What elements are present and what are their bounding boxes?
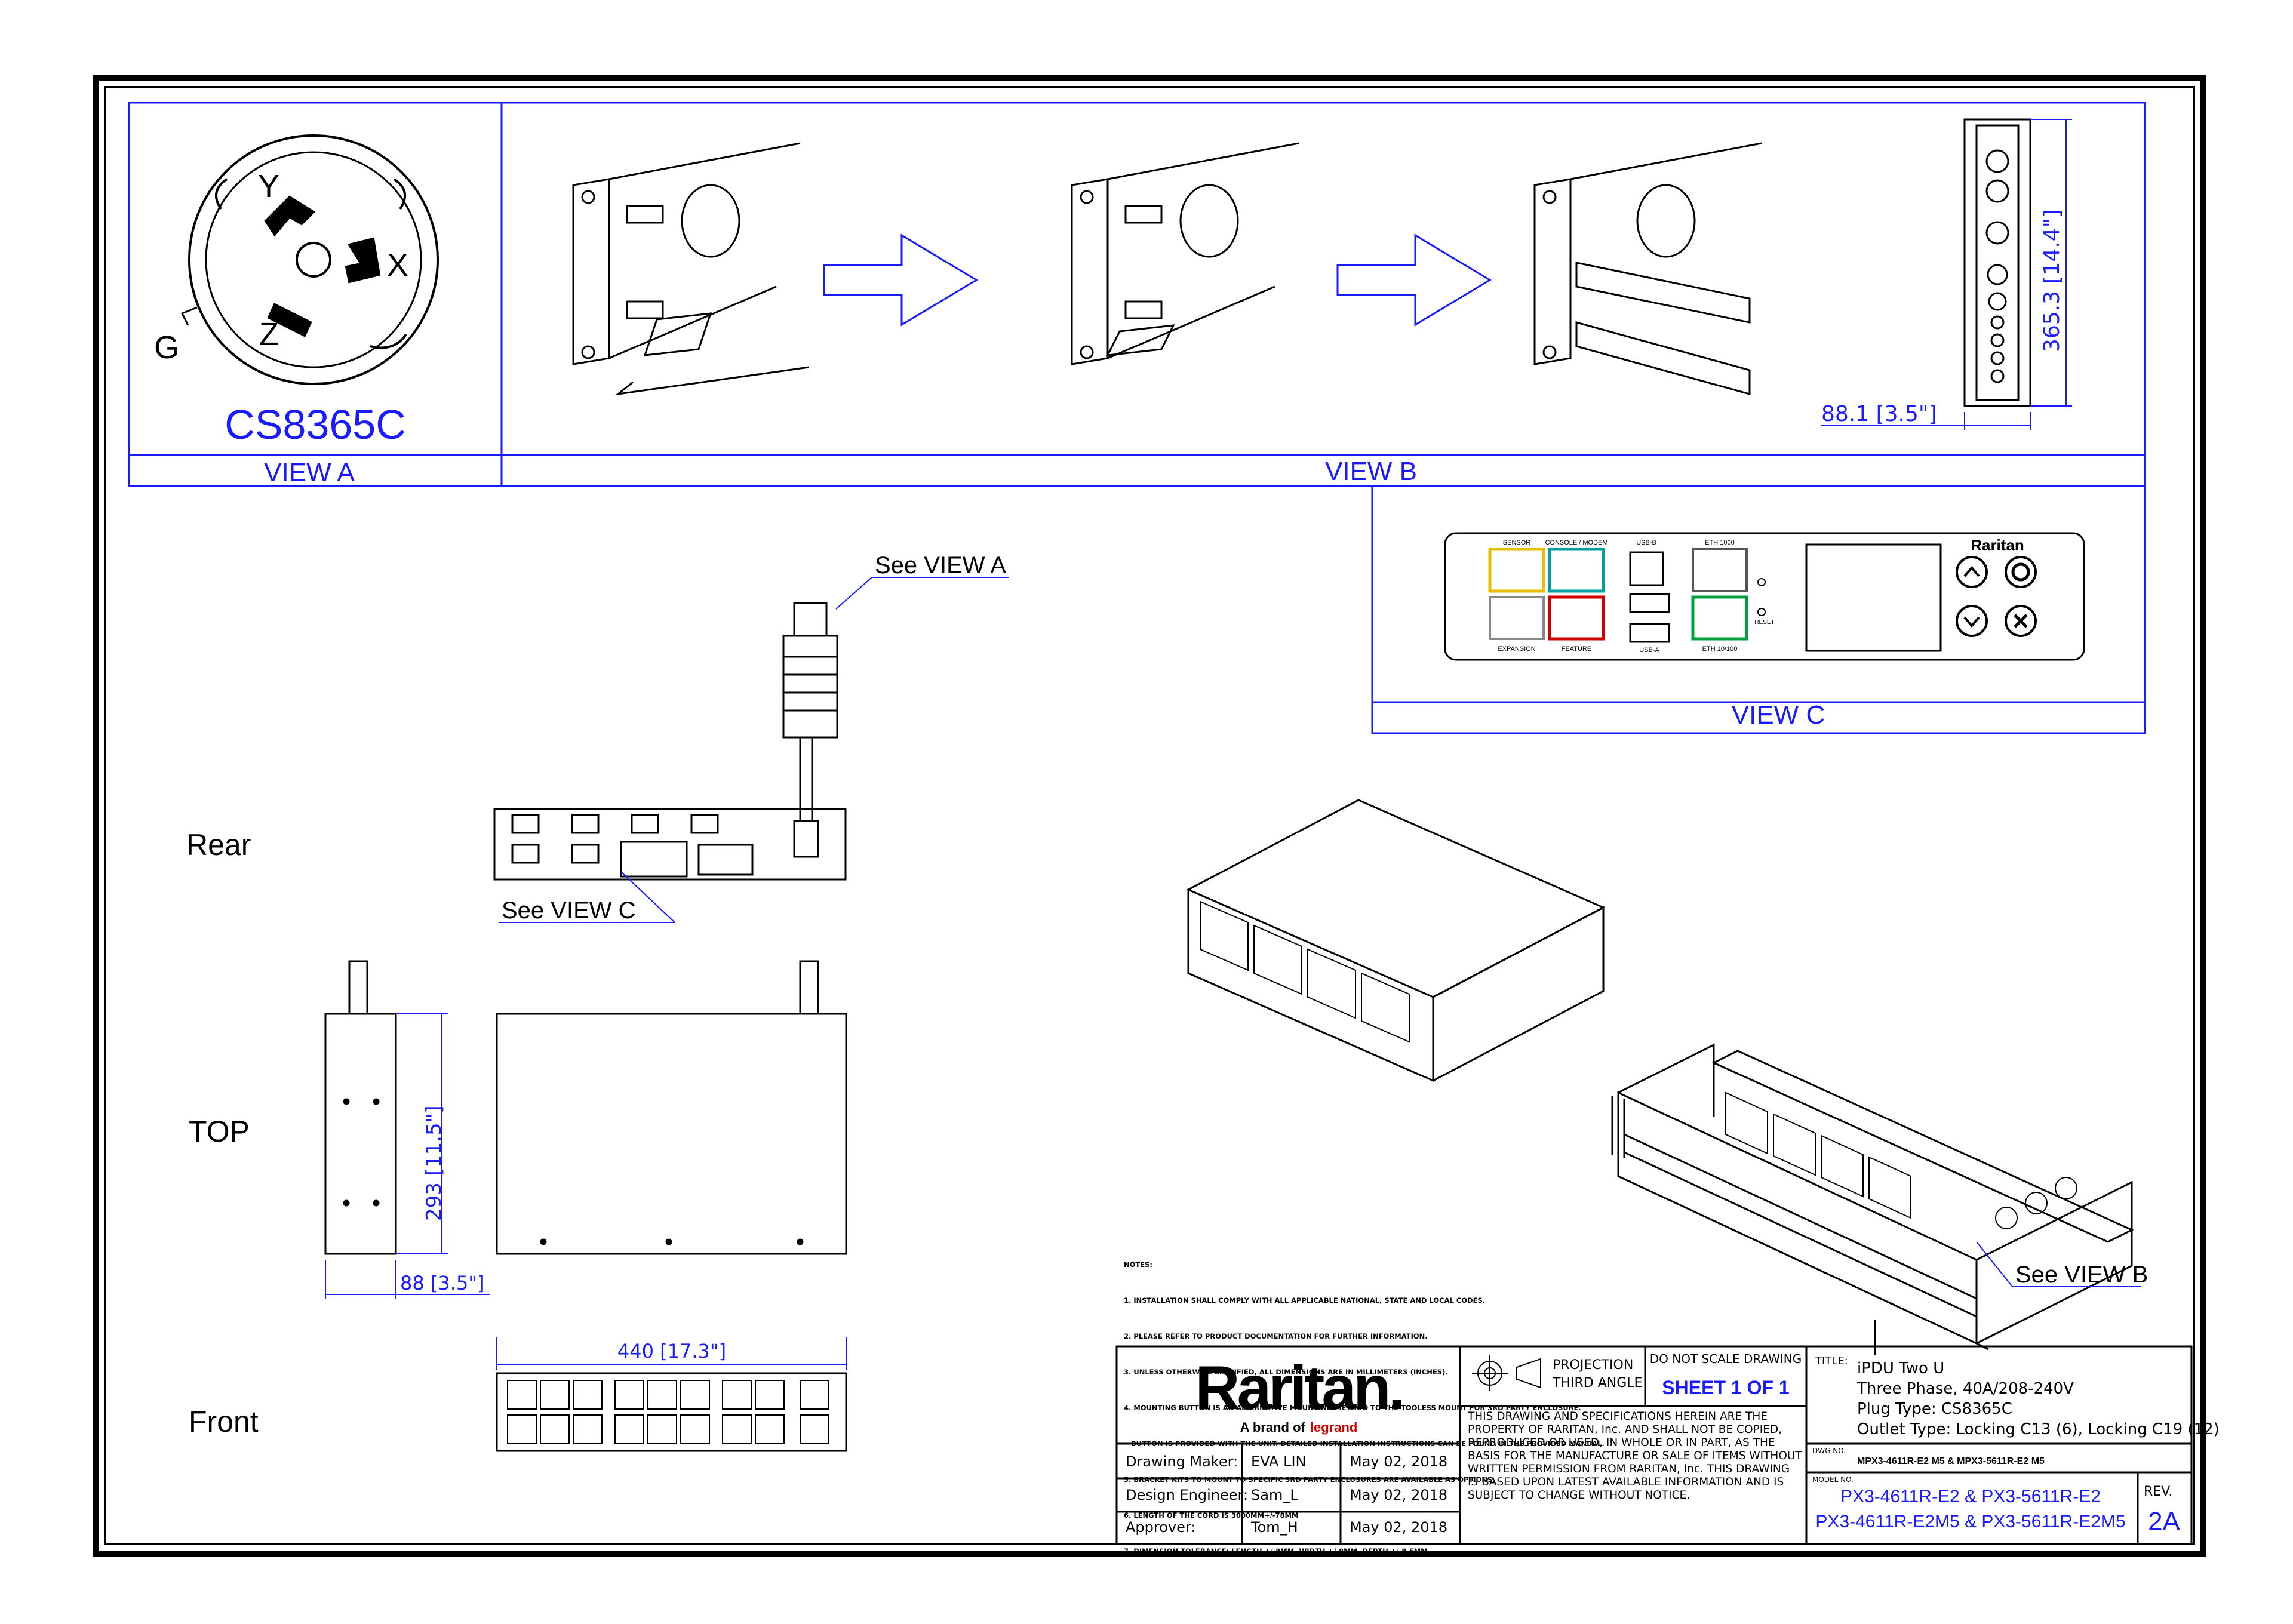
pin-g-label: G — [154, 330, 179, 365]
view-a-label: VIEW A — [264, 458, 355, 487]
bracket-step-2 — [1071, 142, 1299, 365]
title-block-grid — [1115, 1345, 2193, 1545]
title-line-3: Plug Type: CS8365C — [1857, 1400, 2012, 1418]
note-item: 2. PLEASE REFER TO PRODUCT DOCUMENTATION… — [1124, 1332, 1428, 1340]
plug-face-drawing — [180, 134, 439, 385]
port-console-label: CONSOLE / MODEM — [1545, 539, 1607, 546]
title-line-4: Outlet Type: Locking C13 (6), Locking C1… — [1857, 1420, 2220, 1438]
notes-heading: NOTES: — [1124, 1260, 1152, 1269]
notes-block: NOTES: 1. INSTALLATION SHALL COMPLY WITH… — [1124, 1235, 1661, 1569]
view-c-label: VIEW C — [1732, 700, 1825, 730]
signoff-date-1: May 02, 2018 — [1350, 1453, 1447, 1470]
title-line-2: Three Phase, 40A/208-240V — [1856, 1380, 2074, 1398]
depth-dimension: 293 [11.5"] — [422, 1105, 446, 1221]
signoff-date-2: May 02, 2018 — [1350, 1487, 1447, 1503]
row-label-top: TOP — [189, 1115, 250, 1148]
row-label-rear: Rear — [186, 828, 251, 862]
title-line-1: iPDU Two U — [1857, 1360, 1944, 1377]
note-item: 1. INSTALLATION SHALL COMPLY WITH ALL AP… — [1124, 1296, 1486, 1305]
signoff-role-2: Design Engineer: — [1126, 1487, 1248, 1503]
top-dim-lines — [325, 1013, 490, 1299]
width-top-dimension: 88 [3.5"] — [400, 1272, 484, 1294]
plug-model-label: CS8365C — [225, 401, 406, 448]
company-logo: Raritan. — [1195, 1354, 1402, 1423]
front-view-drawing — [496, 1372, 847, 1452]
height-dimension: 365.3 [14.4"] — [2040, 210, 2064, 352]
model-line-2: PX3-4611R-E2M5 & PX3-5611R-E2M5 — [1815, 1512, 2125, 1531]
signoff-role-3: Approver: — [1126, 1519, 1195, 1536]
no-scale-label: DO NOT SCALE DRAWING — [1650, 1352, 1802, 1366]
signoff-name-2: Sam_L — [1251, 1487, 1298, 1503]
top-side-view — [324, 960, 397, 1255]
pin-x-label: X — [387, 247, 408, 283]
sheet-border — [93, 75, 2206, 1557]
note-item: BUTTON IS PROVIDED WITH THE UNIT. DETAIL… — [1124, 1440, 1605, 1448]
width-front-dimension: 440 [17.3"] — [617, 1340, 726, 1362]
projection-line-2: THIRD ANGLE — [1552, 1376, 1642, 1391]
rev-value: 2A — [2148, 1507, 2180, 1536]
port-expansion-label: EXPANSION — [1498, 645, 1535, 653]
isometric-rack-pdu — [1611, 1043, 2134, 1355]
bracket-step-1 — [572, 142, 810, 396]
projection-line-1: PROJECTION — [1553, 1358, 1633, 1373]
model-label: MODEL NO. — [1812, 1475, 1854, 1484]
row-label-front: Front — [189, 1405, 259, 1438]
title-label: TITLE: — [1815, 1355, 1848, 1367]
top-plan-view — [496, 960, 847, 1255]
bracket-step-3 — [1533, 142, 1762, 395]
front-dim-lines — [496, 1337, 847, 1370]
see-view-a-callout: See VIEW A — [875, 552, 1006, 579]
rear-callout-lines — [499, 577, 1009, 923]
note-item: 7. DIMENSION TOLERANCE: LENGTH +/-8MM, W… — [1124, 1547, 1428, 1555]
dwg-label: DWG NO. — [1812, 1447, 1846, 1455]
dwg-number: MPX3-4611R-E2 M5 & MPX3-5611R-E2 M5 — [1857, 1456, 2045, 1466]
step-arrow-2 — [1336, 233, 1492, 327]
port-sensor-label: SENSOR — [1503, 539, 1531, 546]
signoff-name-3: Tom_H — [1250, 1519, 1298, 1536]
model-line-1: PX3-4611R-E2 & PX3-5611R-E2 — [1840, 1487, 2101, 1506]
port-eth100-label: ETH 10/100 — [1702, 645, 1738, 653]
property-notice: THIS DRAWING AND SPECIFICATIONS HEREIN A… — [1468, 1410, 1802, 1502]
pin-y-label: Y — [258, 168, 279, 204]
rev-label: REV. — [2144, 1484, 2172, 1499]
see-view-b-callout: See VIEW B — [2015, 1262, 2148, 1288]
port-usb-a-label: USB-A — [1639, 647, 1659, 654]
signoff-date-3: May 02, 2018 — [1350, 1519, 1447, 1536]
note-item: 3. UNLESS OTHERWISE SPECIFIED, ALL DIMEN… — [1124, 1368, 1448, 1376]
reset-label: RESET — [1754, 619, 1774, 626]
isometric-pdu — [1186, 799, 1606, 1082]
note-item: 4. MOUNTING BUTTON IS AN ALTERNATIVE MOU… — [1124, 1404, 1581, 1412]
port-eth1000-label: ETH 1000 — [1705, 539, 1735, 546]
step-arrow-1 — [823, 233, 978, 327]
pin-z-label: Z — [259, 316, 279, 352]
sheet-label: SHEET 1 OF 1 — [1662, 1377, 1789, 1398]
panel-brand-label: Raritan — [1971, 536, 2024, 554]
view-boxes — [128, 102, 2146, 734]
port-feature-label: FEATURE — [1562, 645, 1592, 653]
note-item: 6. LENGTH OF THE CORD IS 3000MM+/-78MM — [1124, 1511, 1299, 1520]
signoff-role-1: Drawing Maker: — [1126, 1453, 1238, 1470]
signoff-name-1: EVA LIN — [1251, 1453, 1307, 1470]
note-item: 5. BRACKET KITS TO MOUNT TO SPECIFIC 3RD… — [1124, 1475, 1495, 1484]
view-b-label: VIEW B — [1325, 457, 1417, 486]
port-usb-b-label: USB-B — [1636, 539, 1656, 546]
rear-view-drawing — [493, 602, 847, 881]
projection-symbol — [1472, 1355, 1541, 1391]
see-view-c-callout: See VIEW C — [502, 897, 636, 924]
controller-panel — [1444, 532, 2085, 661]
side-elevation — [1963, 118, 2031, 407]
view-b-callout-lines — [1976, 1241, 2141, 1287]
width-side-dimension: 88.1 [3.5"] — [1821, 402, 1937, 426]
side-dimension-lines — [1821, 119, 2072, 430]
